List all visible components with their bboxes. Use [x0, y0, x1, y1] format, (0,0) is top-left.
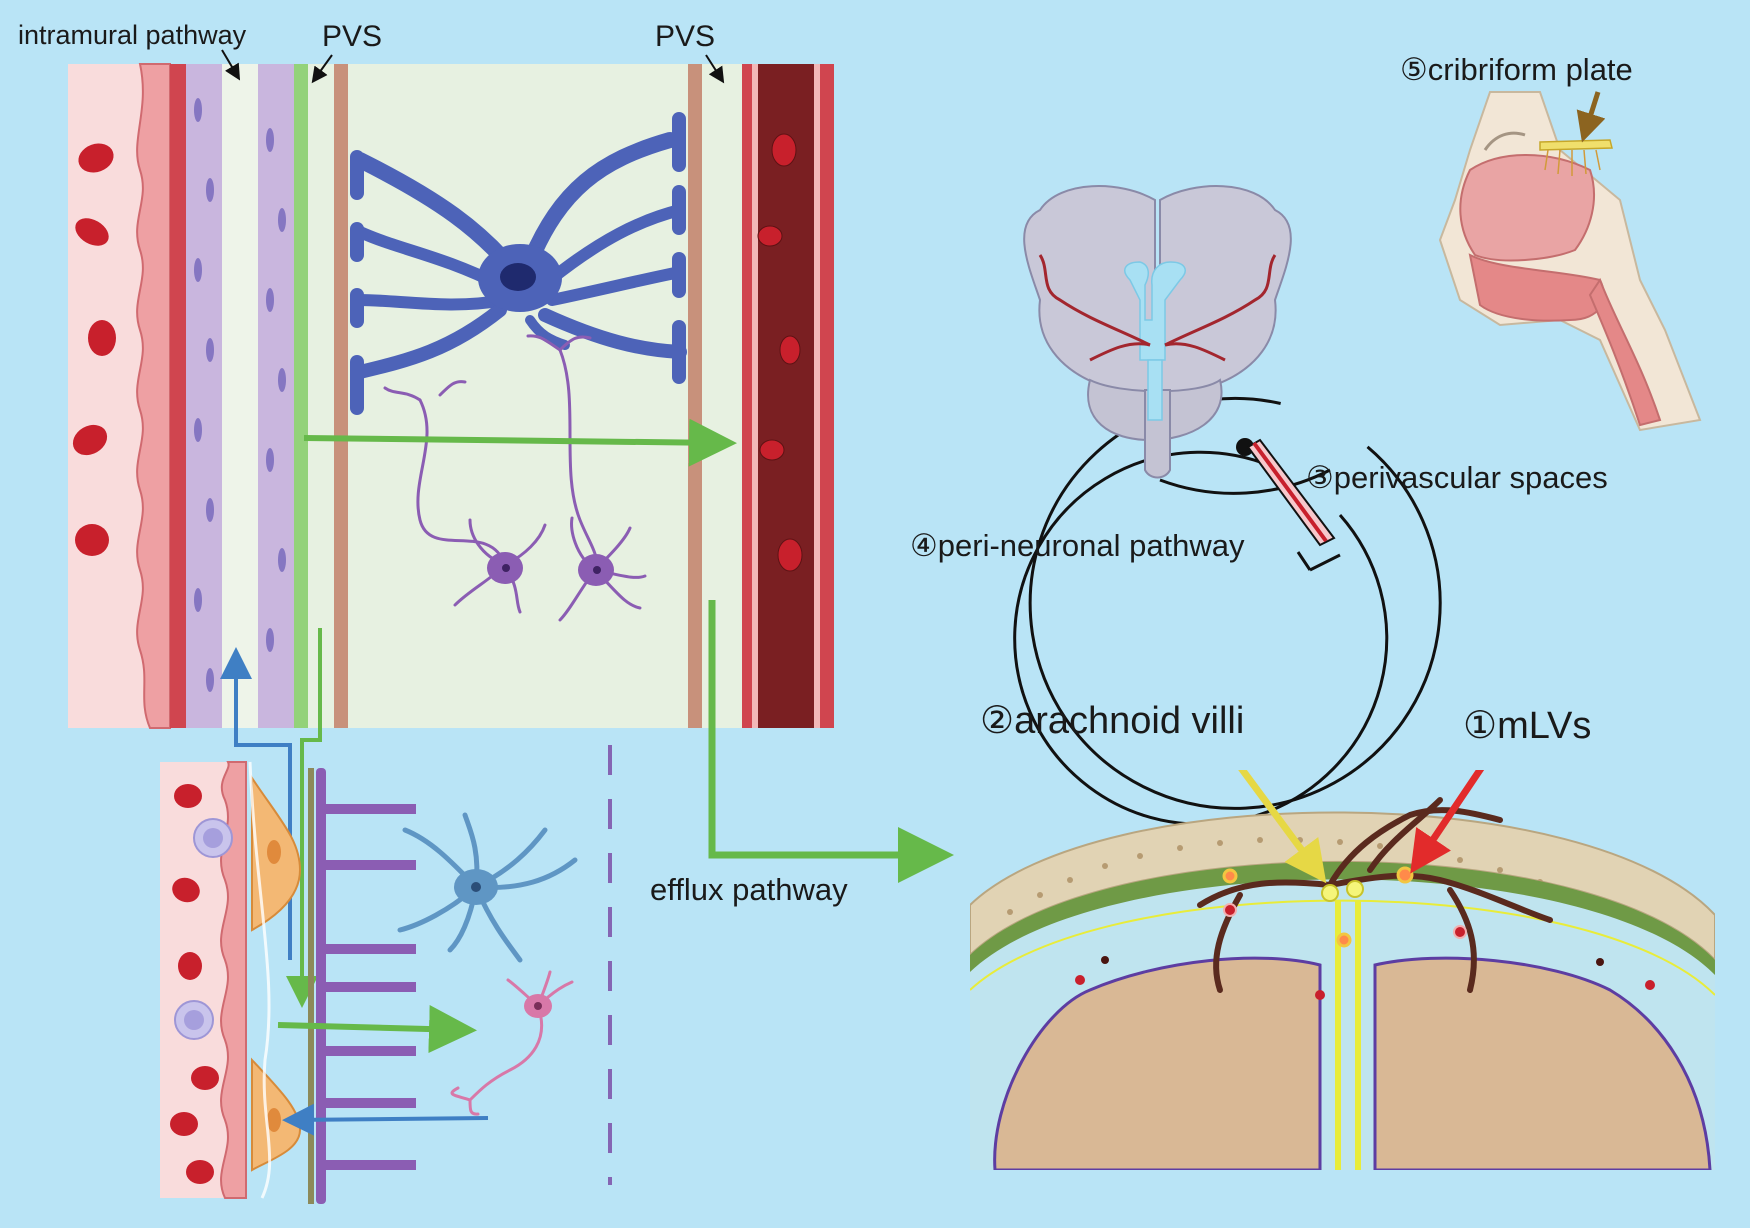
label-perivascular-spaces: ③perivascular spaces: [1306, 460, 1608, 495]
astrocyte-endfoot-wall-left: [334, 64, 348, 728]
label-peri-neuronal-pathway: ④peri-neuronal pathway: [910, 528, 1245, 563]
nasal-cavity-sagittal: [1438, 91, 1702, 432]
smooth-muscle-nuclei: [194, 98, 286, 692]
right-cortex: [1373, 956, 1712, 1170]
brain-coronal-view: [1013, 185, 1442, 826]
mlvs-arrow: [1410, 770, 1485, 874]
left-cortex: [993, 956, 1322, 1170]
text-labels: intramural pathway PVS PVS ⑤cribriform p…: [18, 20, 1633, 907]
red-blood-cells-capillary: [170, 784, 219, 1184]
red-blood-cells-artery: [72, 143, 116, 556]
nasal-cavity: [1459, 154, 1596, 262]
arachnoid-villi-arrow: [1238, 770, 1327, 884]
oligodendrocyte: [450, 970, 574, 1116]
label-mlvs: ①mLVs: [1463, 705, 1591, 747]
bottom-left-panel: [160, 745, 612, 1204]
label-pvs-right: PVS: [655, 20, 715, 53]
arachnoid-line: [970, 899, 1715, 996]
label-arrows: [221, 49, 725, 84]
immune-cells: [174, 818, 233, 1040]
intramural-channel: [222, 64, 258, 728]
astrocyte: [352, 132, 687, 379]
green-arrow-down-left: [286, 628, 322, 1008]
endfoot-comb: [316, 768, 416, 1204]
green-arrow-to-pvs: [303, 418, 737, 467]
blue-arrow-left-bottom: [282, 1103, 489, 1136]
smooth-muscle-layer-1: [186, 64, 222, 728]
cribriform-arrow: [1576, 91, 1606, 143]
basement-membrane: [170, 64, 186, 728]
label-intramural-pathway: intramural pathway: [18, 20, 247, 50]
skull-meninges-section: [970, 770, 1715, 1170]
perivascular-vessel-head: [1236, 438, 1254, 456]
ventricles: [1124, 261, 1186, 421]
efflux-arrow: [708, 600, 954, 883]
pvs-left-space: [308, 64, 334, 728]
cerebral-arteries: [1038, 254, 1277, 362]
pharynx: [1588, 277, 1662, 427]
glial-basement-membrane: [294, 64, 308, 728]
pvs-right-space: [702, 64, 742, 728]
label-arachnoid-villi: ②arachnoid villi: [980, 700, 1244, 742]
right-hemisphere: [1159, 185, 1292, 397]
lymph-vessel-nodes: [1075, 866, 1655, 1000]
astrocyte-endfoot-wall-right: [688, 64, 702, 728]
brain-interstitium: [348, 64, 688, 728]
dura-mater: [970, 861, 1715, 975]
endothelial-cells: [136, 63, 171, 729]
astrocyte-nucleus: [500, 263, 536, 291]
olfactory-fibers: [1544, 149, 1601, 176]
label-pvs-left: PVS: [322, 20, 382, 53]
label-cribriform-plate: ⑤cribriform plate: [1400, 52, 1633, 87]
label-efflux-pathway: efflux pathway: [650, 872, 848, 907]
smooth-muscle-layer-2: [258, 64, 294, 728]
green-arrow-right-bottom: [277, 1005, 477, 1054]
cribriform-plate: [1539, 139, 1613, 151]
meningeal-lymphatics: [1197, 797, 1553, 993]
vein-lumen: [758, 64, 814, 728]
red-blood-cells-vein: [757, 133, 803, 572]
vessel-wall-panel: [68, 63, 954, 1008]
